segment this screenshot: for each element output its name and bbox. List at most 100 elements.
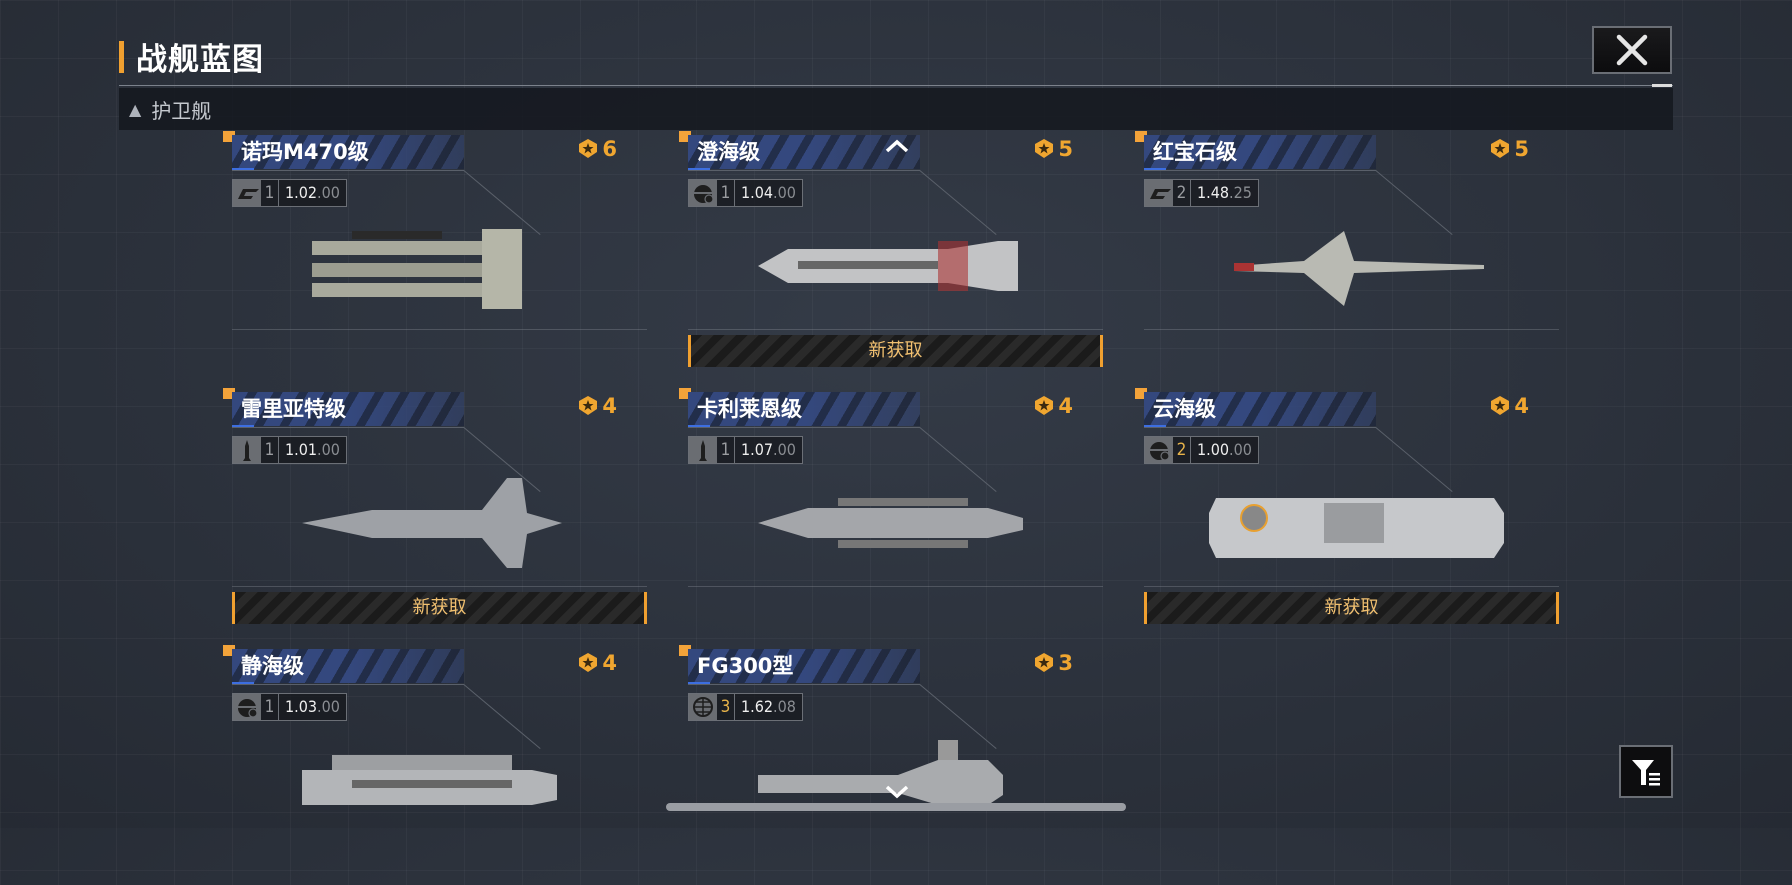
scrollbar[interactable]	[666, 803, 1126, 811]
ship-stats: 2 1.00.00	[1144, 436, 1259, 464]
tier: 1	[261, 180, 279, 206]
version-main: 1.62	[741, 697, 774, 716]
medal-star-icon	[1491, 139, 1510, 158]
version-main: 1.48	[1197, 183, 1230, 202]
close-button[interactable]	[1592, 26, 1672, 74]
ship-name: 澄海级	[688, 135, 920, 171]
missile-icon	[243, 440, 251, 461]
version-sub: .00	[317, 440, 340, 459]
medal-star-icon	[1035, 139, 1054, 158]
ship-image	[302, 478, 562, 568]
divider	[232, 170, 464, 171]
unread-dot	[679, 388, 691, 399]
category-header-frigate[interactable]: ▲ 护卫舰	[119, 88, 1673, 130]
ship-stats: 2 1.48.25	[1144, 179, 1259, 207]
scale-line	[688, 586, 1103, 587]
version-sub: .00	[317, 183, 340, 202]
medal-star-icon	[1491, 396, 1510, 415]
unread-dot	[679, 645, 691, 656]
medal-count: 5	[1514, 137, 1529, 161]
ship-name: 诺玛M470级	[232, 135, 464, 171]
globe-icon	[693, 697, 713, 717]
version-main: 1.01	[285, 440, 318, 459]
unread-dot	[1135, 131, 1147, 142]
version-sub: .00	[773, 440, 796, 459]
close-icon	[1616, 34, 1648, 66]
ship-image	[1234, 231, 1484, 306]
ship-name: 雷里亚特级	[232, 392, 464, 428]
medal-count: 5	[1058, 137, 1073, 161]
scroll-down-chevron-icon[interactable]	[884, 783, 910, 801]
missile-icon	[699, 440, 707, 461]
filter-icon	[1632, 759, 1660, 785]
version-sub: .08	[773, 697, 796, 716]
ship-stats: 1 1.02.00	[232, 179, 347, 207]
page-title: 战舰蓝图	[136, 42, 264, 78]
tier: 1	[261, 694, 279, 720]
scale-line	[232, 586, 647, 587]
medal-badge: 5	[1033, 137, 1073, 161]
ship-card[interactable]: FG300型 3 3 1.62.08	[679, 645, 1103, 885]
ship-name: 静海级	[232, 649, 464, 685]
version: 1.62.08	[735, 694, 802, 720]
tier: 1	[261, 437, 279, 463]
tier: 3	[717, 694, 735, 720]
unread-dot	[223, 645, 235, 656]
medal-badge: 6	[577, 137, 617, 161]
version-main: 1.02	[285, 183, 318, 202]
unread-dot	[679, 131, 691, 142]
ship-card[interactable]: 诺玛M470级 6 1 1.02.00	[223, 131, 647, 371]
medal-star-icon	[1035, 396, 1054, 415]
ship-card[interactable]: 雷里亚特级 4 1 1.01.00 新获取	[223, 388, 647, 628]
scale-line	[688, 329, 1103, 330]
divider-mark	[1652, 84, 1672, 87]
medal-count: 6	[602, 137, 617, 161]
divider	[232, 427, 464, 428]
unread-dot	[1135, 388, 1147, 399]
header: 战舰蓝图	[119, 34, 264, 79]
ship-card[interactable]: 静海级 4 1 1.03.00	[223, 645, 647, 885]
filter-button[interactable]	[1619, 745, 1673, 798]
version-main: 1.00	[1197, 440, 1230, 459]
version: 1.02.00	[279, 180, 346, 206]
ship-name: 云海级	[1144, 392, 1376, 428]
ship-card[interactable]: 澄海级 5 1 1.04.00 新获取	[679, 131, 1103, 371]
version: 1.03.00	[279, 694, 346, 720]
new-acquired-banner: 新获取	[232, 592, 647, 624]
version-main: 1.03	[285, 697, 318, 716]
medal-count: 4	[1058, 394, 1073, 418]
ship-image	[758, 241, 1018, 291]
category-label: 护卫舰	[151, 98, 212, 123]
scale-line	[1144, 329, 1559, 330]
ship-stats: 1 1.03.00	[232, 693, 347, 721]
medal-count: 4	[602, 651, 617, 675]
version-sub: .00	[773, 183, 796, 202]
divider	[232, 684, 464, 685]
ship-stats: 1 1.07.00	[688, 436, 803, 464]
version: 1.01.00	[279, 437, 346, 463]
tier: 1	[717, 180, 735, 206]
medal-count: 4	[602, 394, 617, 418]
ship-image	[758, 740, 1003, 805]
version: 1.07.00	[735, 437, 802, 463]
collapse-arrow-icon: ▲	[129, 99, 142, 119]
ship-stats: 1 1.04.00	[688, 179, 803, 207]
tier: 1	[717, 437, 735, 463]
medal-count: 4	[1514, 394, 1529, 418]
medal-count: 3	[1058, 651, 1073, 675]
unread-dot	[223, 388, 235, 399]
ship-name: 红宝石级	[1144, 135, 1376, 171]
shield-gear-icon	[694, 185, 714, 204]
unread-dot	[223, 131, 235, 142]
scroll-up-chevron-icon[interactable]	[884, 137, 910, 155]
medal-star-icon	[579, 139, 598, 158]
ship-card[interactable]: 卡利莱恩级 4 1 1.07.00	[679, 388, 1103, 628]
medal-badge: 4	[577, 651, 617, 675]
version: 1.48.25	[1191, 180, 1258, 206]
new-acquired-banner: 新获取	[1144, 592, 1559, 624]
speed-icon	[1150, 189, 1171, 199]
ship-name: FG300型	[688, 649, 920, 685]
ship-card[interactable]: 红宝石级 5 2 1.48.25	[1135, 131, 1559, 371]
medal-badge: 4	[1033, 394, 1073, 418]
ship-card[interactable]: 云海级 4 2 1.00.00 新获取	[1135, 388, 1559, 628]
